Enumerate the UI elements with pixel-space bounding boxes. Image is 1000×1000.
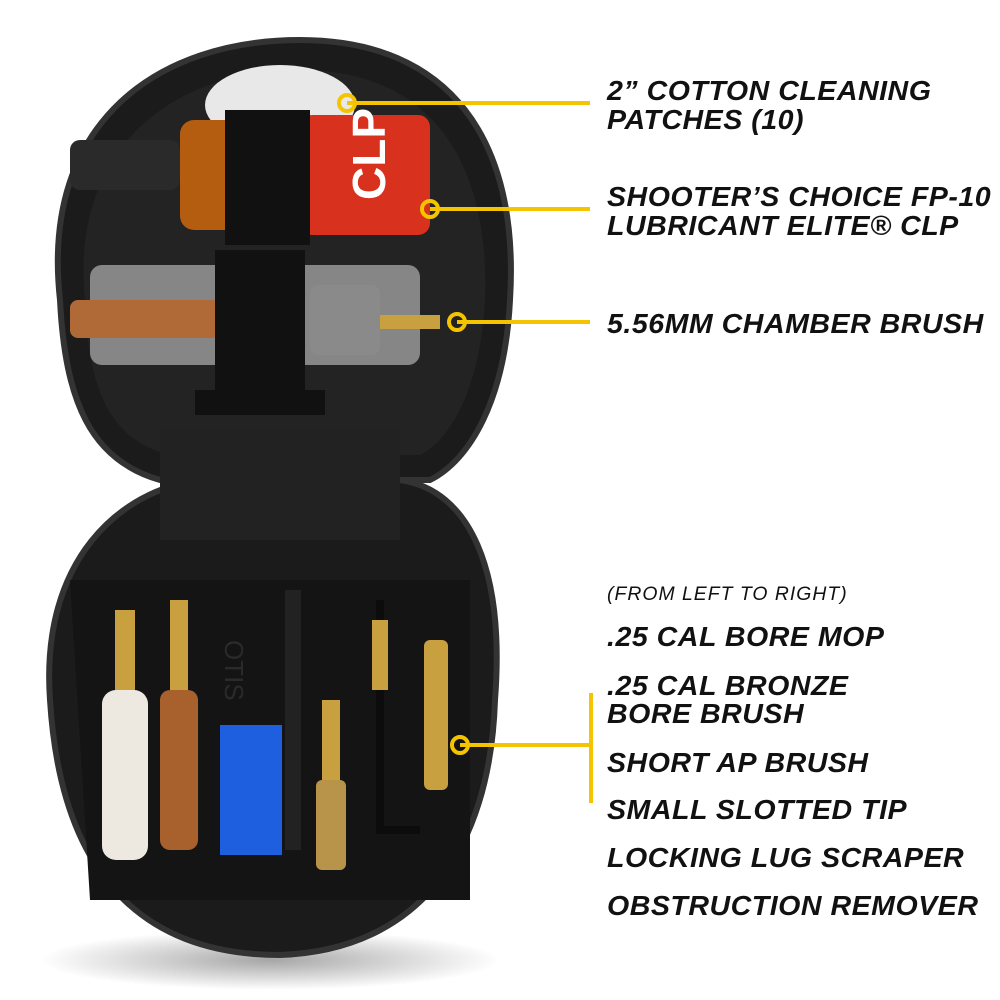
scraper-tip <box>372 620 388 690</box>
hinge-flap <box>160 430 400 540</box>
bore-mop <box>102 690 148 860</box>
dot-lube <box>420 199 440 219</box>
callout-lines <box>347 101 593 803</box>
chamber-brush-thread <box>380 315 440 329</box>
bronze-bore-brush <box>160 690 198 850</box>
label-short-ap-brush: SHORT AP BRUSH <box>607 747 869 778</box>
slotted-tip-shank <box>322 700 340 780</box>
label-bore-mop: .25 CAL BORE MOP <box>607 621 885 652</box>
short-ap-brush <box>220 725 282 855</box>
bore-mop-tip <box>115 610 135 690</box>
lid-strap-upper <box>225 110 310 245</box>
label-slotted-tip: SMALL SLOTTED TIP <box>607 794 908 825</box>
callout-dots <box>337 93 470 755</box>
bottle-label <box>300 115 430 235</box>
lid-strap-lower <box>215 250 305 390</box>
bronze-brush <box>70 300 220 338</box>
label-patches-line1: 2” COTTON CLEANING <box>607 75 932 106</box>
label-bronze-line1: .25 CAL BRONZE <box>607 670 849 701</box>
case-shadow <box>40 930 500 990</box>
label-patches-line2: PATCHES (10) <box>607 104 805 135</box>
label-obstruction-remover: OBSTRUCTION REMOVER <box>607 890 979 921</box>
small-slotted-tip <box>316 780 346 870</box>
label-lube-line1: SHOOTER’S CHOICE FP-10 <box>607 181 992 212</box>
dot-patches <box>337 93 357 113</box>
tray-emboss: OTIS <box>219 640 249 701</box>
chamber-brush <box>310 285 380 355</box>
ap-brush-handle <box>285 590 301 850</box>
label-bronze-line2: BORE BRUSH <box>607 698 805 729</box>
obstruction-remover <box>424 640 448 790</box>
dot-chamber <box>447 312 467 332</box>
label-order-note: (FROM LEFT TO RIGHT) <box>607 584 848 605</box>
label-lug-scraper: LOCKING LUG SCRAPER <box>607 842 965 873</box>
clip <box>195 390 325 415</box>
bronze-brush-tip <box>170 600 188 690</box>
dot-tools <box>450 735 470 755</box>
label-chamber-brush: 5.56MM CHAMBER BRUSH <box>607 308 984 339</box>
bottle-cap <box>70 140 180 190</box>
bottle-logo: CLP <box>343 108 395 200</box>
label-lube-line2: LUBRICANT ELITE® CLP <box>607 210 959 241</box>
